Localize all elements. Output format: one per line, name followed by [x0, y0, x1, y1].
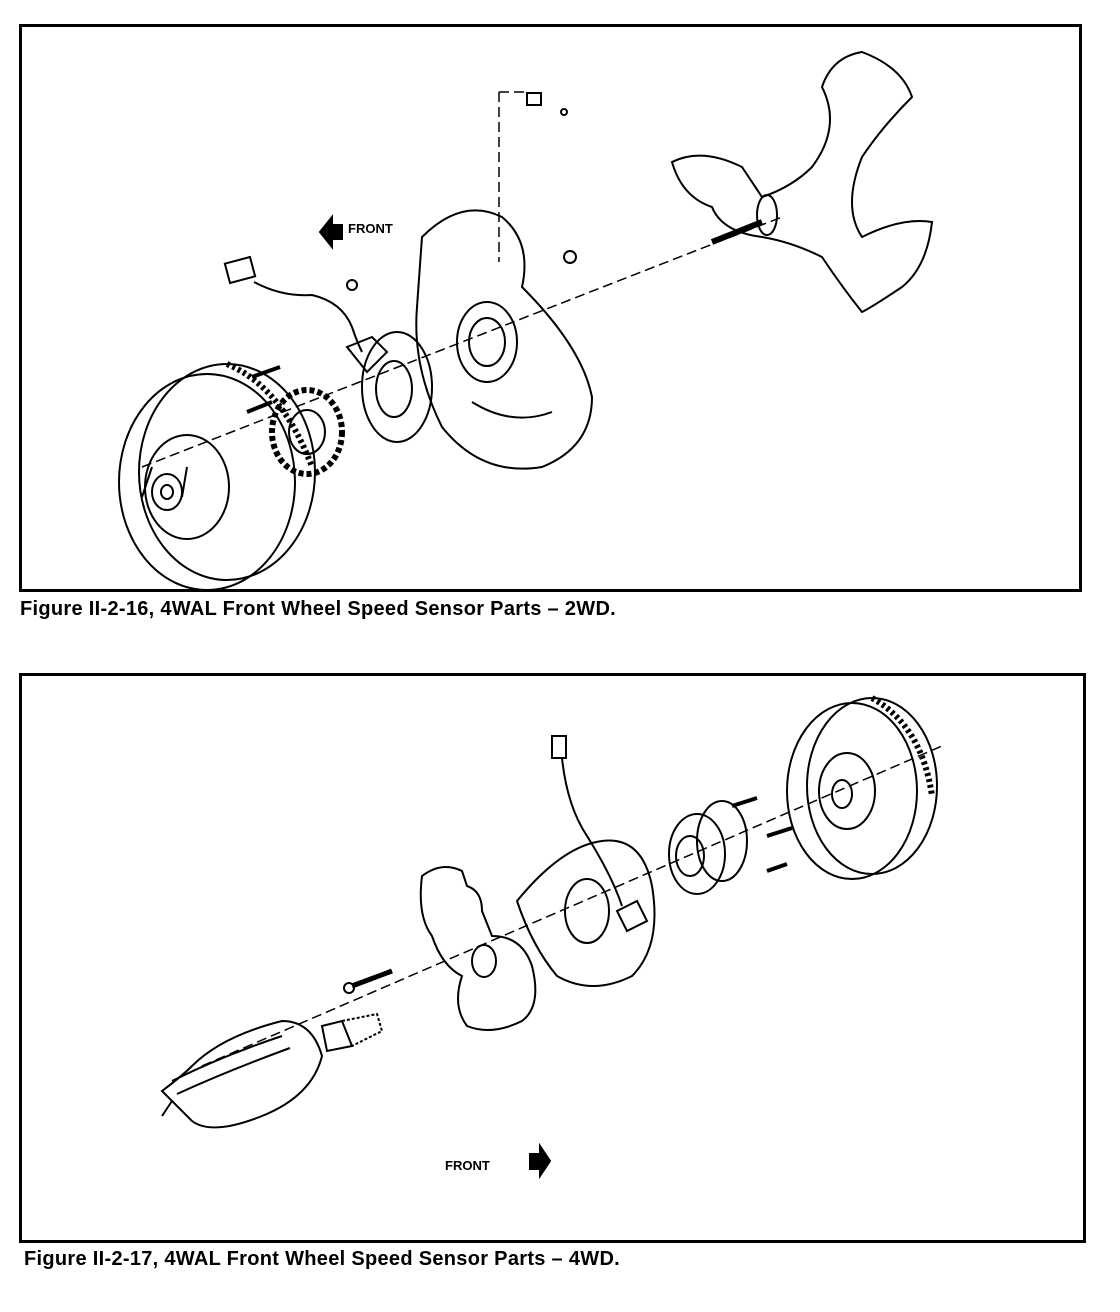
wheel-speed-sensor	[223, 255, 389, 374]
hub-bearing-assembly	[668, 796, 793, 895]
clip-and-screw	[498, 91, 577, 264]
figure-2wd-drawing: FRONT	[118, 50, 934, 589]
assembly-axis-line	[141, 216, 783, 468]
brake-rotor	[118, 361, 316, 589]
sensor-mounting-ring	[361, 331, 433, 443]
front-direction-label: FRONT	[445, 1158, 490, 1173]
figure-2wd-panel: FRONT	[19, 24, 1082, 592]
figure-4wd-panel: FRONT	[19, 673, 1086, 1243]
front-direction-label: FRONT	[348, 221, 393, 236]
splash-shield	[415, 209, 594, 470]
front-arrow-icon	[318, 214, 343, 250]
figure-2wd-caption: Figure II-2-16, 4WAL Front Wheel Speed S…	[20, 598, 617, 620]
steering-knuckle	[670, 50, 934, 314]
front-arrow-icon	[529, 1142, 552, 1180]
cv-axle-shaft	[160, 1012, 384, 1129]
steering-knuckle	[419, 866, 537, 1031]
sensor-tone-ring	[269, 387, 345, 477]
knuckle-bolt	[343, 968, 393, 994]
figure-4wd-drawing: FRONT	[160, 695, 943, 1180]
brake-rotor	[786, 695, 938, 880]
figure-4wd-caption: Figure II-2-17, 4WAL Front Wheel Speed S…	[24, 1248, 621, 1270]
wheel-speed-sensor	[551, 735, 649, 933]
splash-shield	[515, 839, 656, 987]
mounting-bolts	[246, 279, 358, 414]
